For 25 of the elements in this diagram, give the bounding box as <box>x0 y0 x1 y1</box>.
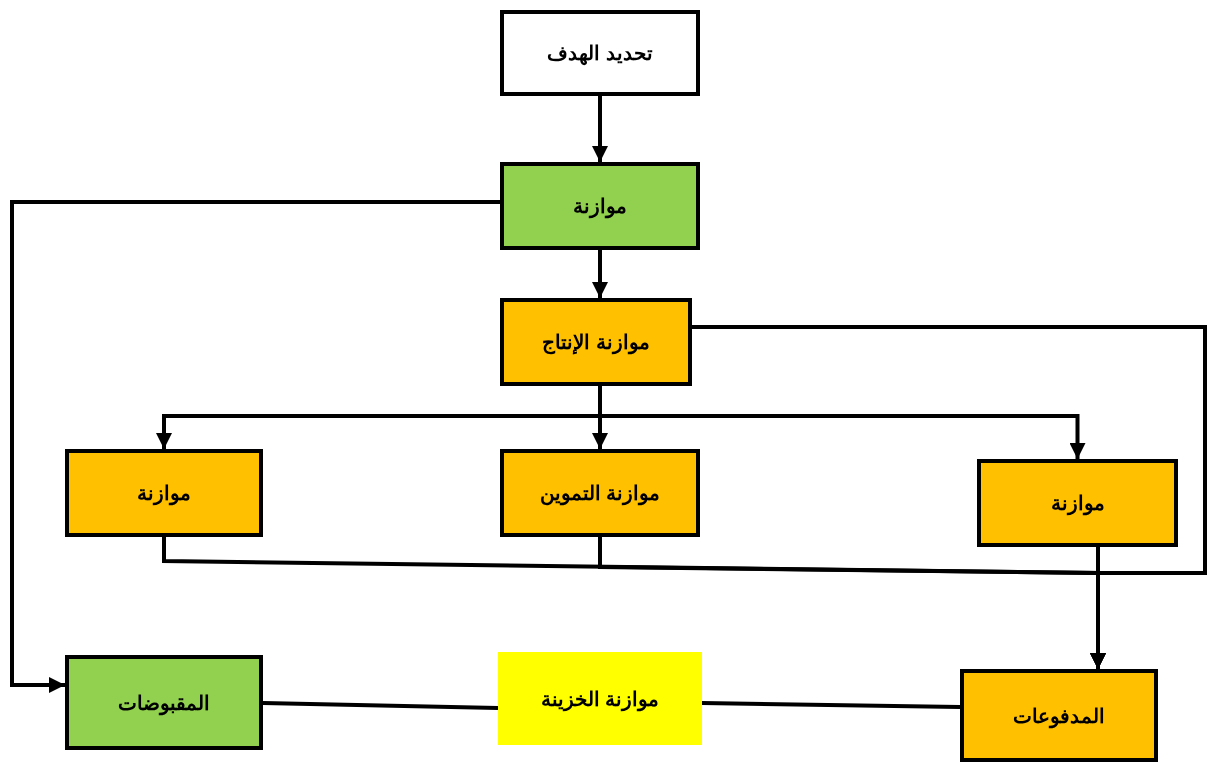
box-label: موازنة <box>1050 491 1105 518</box>
box-label: المقبوضات <box>118 690 210 718</box>
process-box <box>960 669 1158 762</box>
box-label: موازنة الخزينة <box>540 686 660 714</box>
process-box <box>500 162 700 250</box>
box-label: موازنة الإنتاج <box>542 330 650 357</box>
process-box <box>65 449 263 537</box>
process-box <box>500 298 692 386</box>
arrow <box>1090 547 1106 669</box>
process-box <box>500 10 700 96</box>
arrow <box>592 250 608 298</box>
process-box <box>500 449 700 537</box>
box-label: تحديد الهدف <box>547 41 653 67</box>
connector-line <box>701 701 961 709</box>
connector-line <box>262 701 499 710</box>
arrow <box>10 200 500 693</box>
process-box <box>498 652 702 745</box>
arrow <box>592 96 608 162</box>
process-box <box>977 459 1178 547</box>
arrow <box>598 386 1086 459</box>
box-label: موازنة التموين <box>539 481 661 508</box>
box-label: المدفوعات <box>1013 703 1105 731</box>
box-label: موازنة <box>137 481 191 508</box>
box-label: موازنة <box>573 194 627 221</box>
process-box <box>65 655 263 750</box>
